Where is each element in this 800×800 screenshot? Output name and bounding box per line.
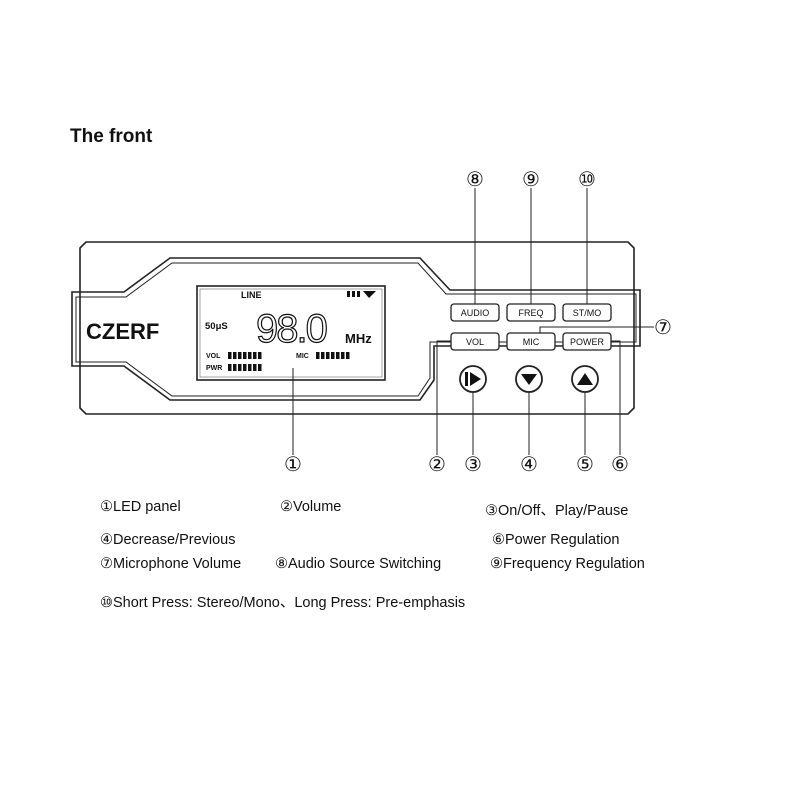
- faceplate-inner: [75, 262, 637, 397]
- callout-7: ⑦: [654, 317, 672, 339]
- callout-9: ⑨: [522, 169, 540, 191]
- page-title: The front: [70, 126, 153, 147]
- frequency-display: 98.0: [256, 307, 327, 351]
- pwr-level-bars: [228, 364, 262, 371]
- lcd-line-label: LINE: [241, 290, 262, 300]
- legend-item-6: ⑥Power Regulation: [492, 532, 620, 548]
- power-button[interactable]: POWER: [562, 332, 612, 351]
- legend-item-8: ⑧Audio Source Switching: [275, 556, 442, 572]
- lcd-panel: [196, 285, 386, 381]
- legend-item-2: ②Volume: [280, 499, 342, 515]
- freq-button-label: FREQ: [518, 308, 543, 318]
- frequency-unit: MHz: [345, 331, 372, 346]
- signal-icon: [347, 291, 376, 298]
- lcd-panel-inner: [199, 288, 383, 378]
- leader-lines: [292, 188, 654, 455]
- callout-3: ③: [464, 454, 482, 476]
- vol-button[interactable]: VOL: [450, 332, 500, 351]
- legend-item-4: ④Decrease/Previous: [100, 532, 236, 548]
- pre-emphasis-label: 50μS: [205, 321, 228, 332]
- mic-button-label: MIC: [523, 337, 540, 347]
- decrease-button[interactable]: [515, 365, 543, 393]
- legend-item-3: ③On/Off、Play/Pause: [485, 503, 629, 519]
- increase-button[interactable]: [571, 365, 599, 393]
- play-pause-icon: [465, 372, 468, 386]
- legend-item-1: ①LED panel: [100, 499, 181, 515]
- play-pause-button[interactable]: [459, 365, 487, 393]
- freq-button[interactable]: FREQ: [506, 303, 556, 322]
- vol-level-bars: [228, 352, 262, 359]
- callout-1: ①: [284, 454, 302, 476]
- power-button-label: POWER: [570, 337, 605, 347]
- callout-2: ②: [428, 454, 446, 476]
- callout-4: ④: [520, 454, 538, 476]
- legend-item-9: ⑨Frequency Regulation: [490, 556, 645, 572]
- callout-10: ⑩: [578, 169, 596, 191]
- audio-button-label: AUDIO: [461, 308, 490, 318]
- callout-8: ⑧: [466, 169, 484, 191]
- audio-button[interactable]: AUDIO: [450, 303, 500, 322]
- mic-level-bars: [316, 352, 350, 359]
- callout-5: ⑤: [576, 454, 594, 476]
- stmo-button[interactable]: ST/MO: [562, 303, 612, 322]
- chassis-outline: [79, 241, 635, 415]
- legend-item-10: ⑩Short Press: Stereo/Mono、Long Press: Pr…: [100, 595, 466, 611]
- vol-level-label: VOL: [206, 353, 221, 360]
- pwr-level-label: PWR: [206, 365, 222, 372]
- mic-button[interactable]: MIC: [506, 332, 556, 351]
- vol-button-label: VOL: [466, 337, 484, 347]
- legend-item-7: ⑦Microphone Volume: [100, 556, 242, 572]
- callout-6: ⑥: [611, 454, 629, 476]
- brand-logo: CZERF: [86, 319, 159, 344]
- stmo-button-label: ST/MO: [573, 308, 602, 318]
- callouts: ⑧ ⑨ ⑩ ⑦ ① ② ③ ④ ⑤ ⑥: [284, 169, 672, 476]
- mic-level-label: MIC: [296, 353, 309, 360]
- down-triangle-icon: [521, 374, 537, 385]
- up-triangle-icon: [577, 373, 593, 385]
